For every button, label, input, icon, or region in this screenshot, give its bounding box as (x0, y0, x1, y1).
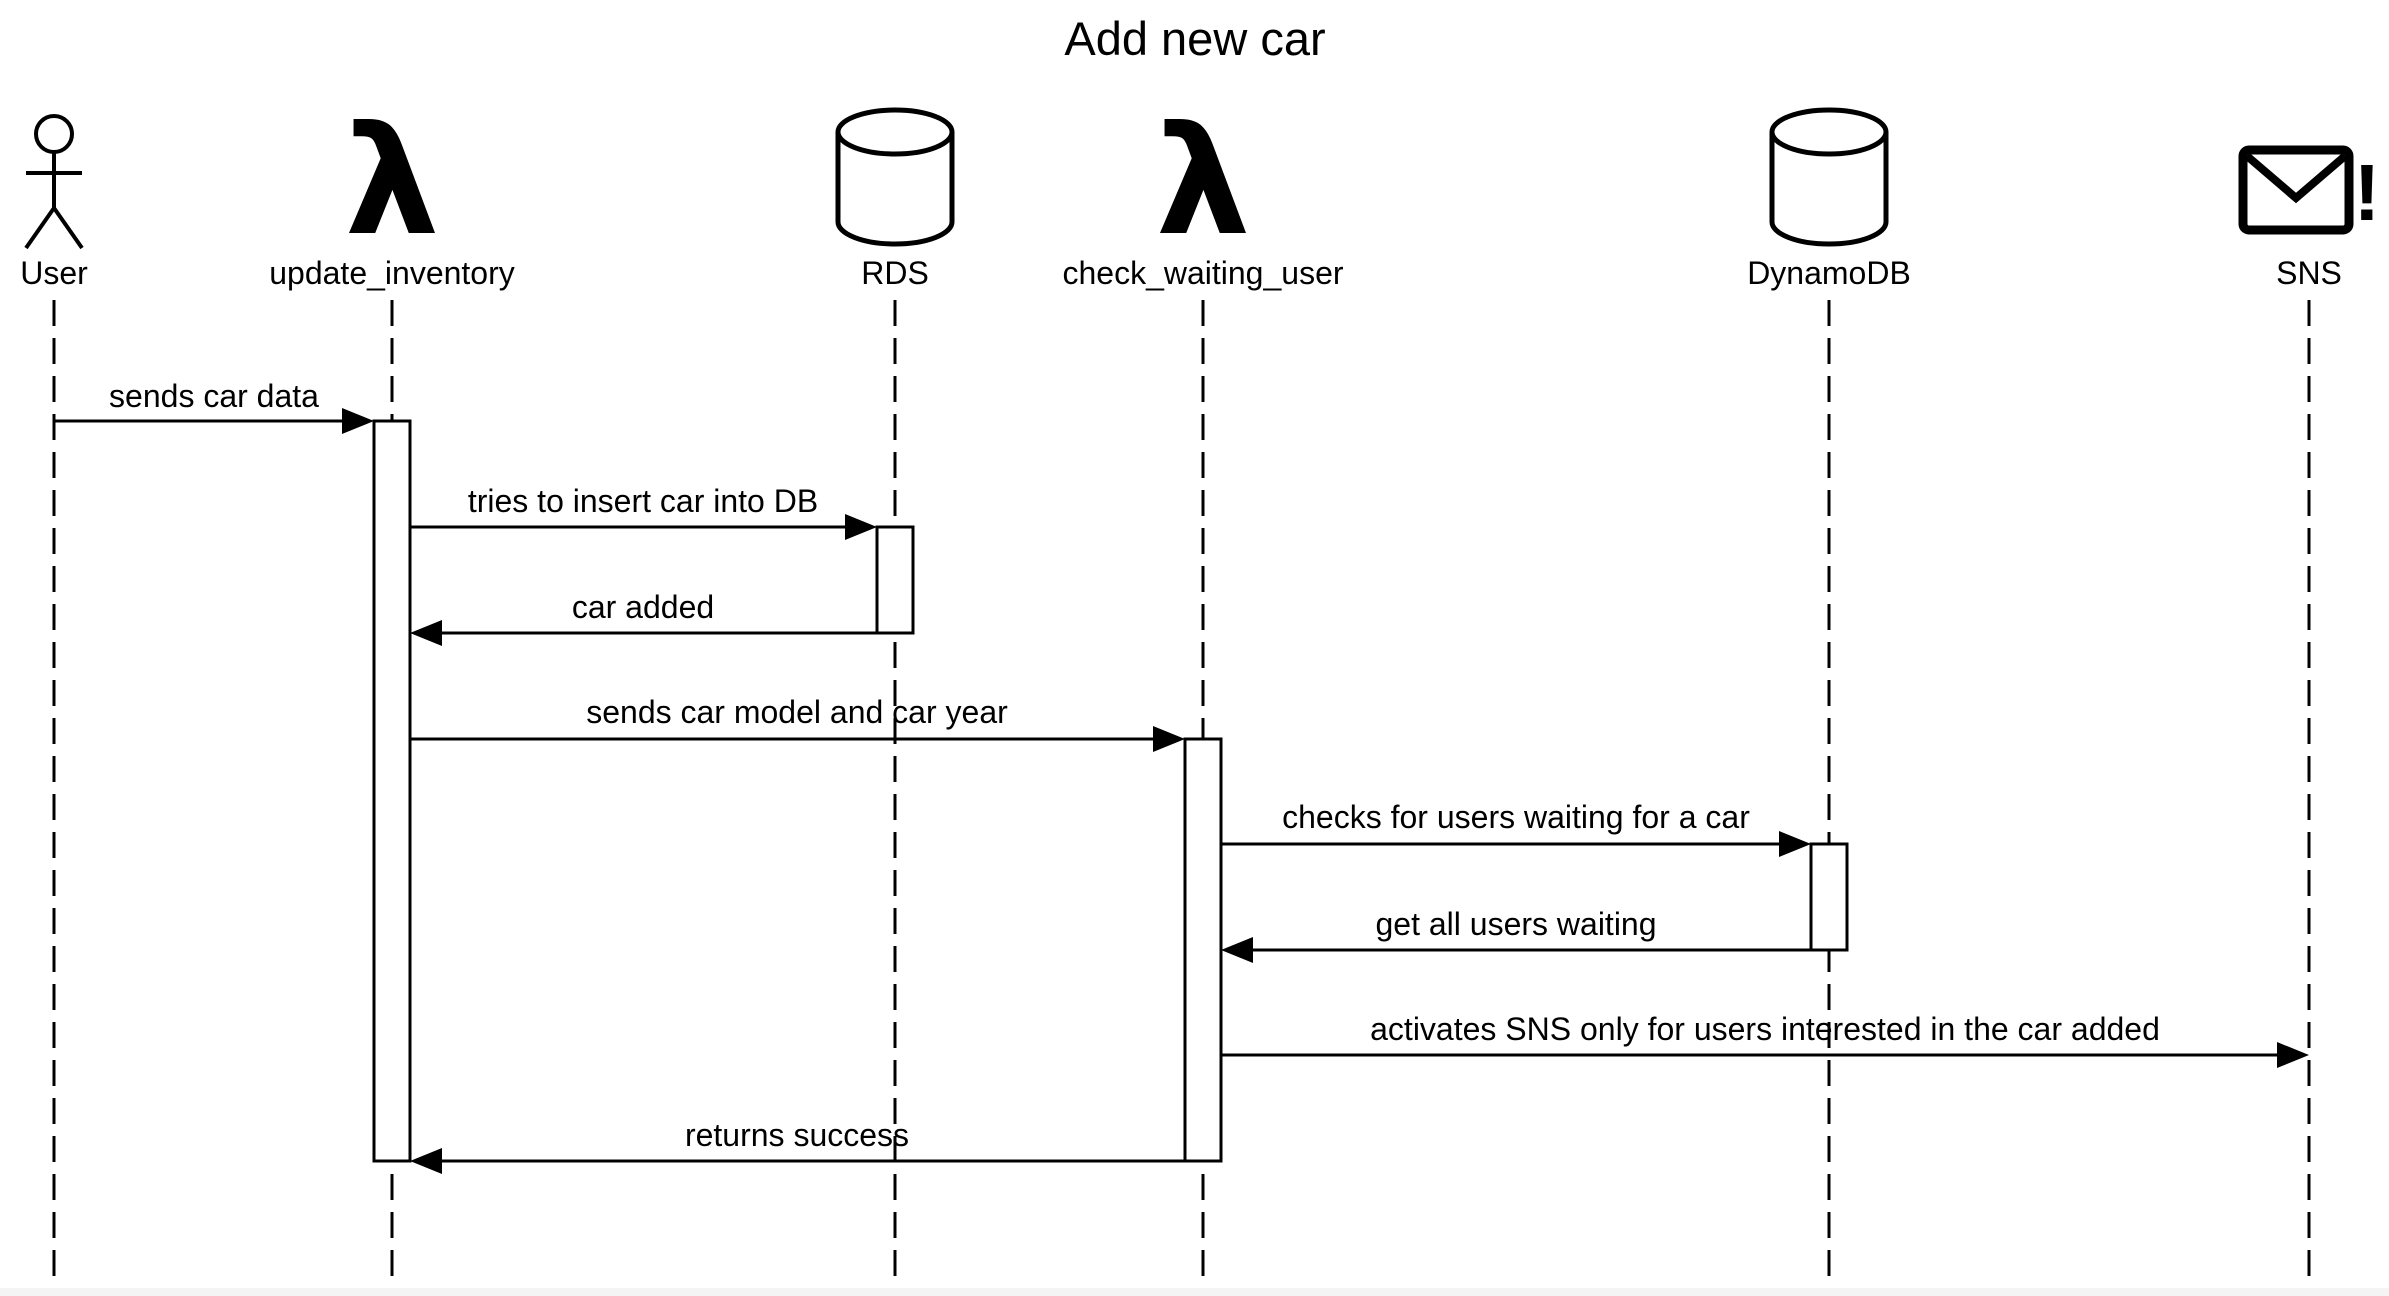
message-activates-sns: activates SNS only for users interested … (1221, 1011, 2309, 1068)
svg-text:activates SNS only for users i: activates SNS only for users interested … (1370, 1011, 2160, 1047)
lambda-icon: λ (1156, 95, 1251, 269)
svg-text:checks for users waiting for a: checks for users waiting for a car (1282, 799, 1750, 835)
participant-label-sns: SNS (2276, 255, 2342, 291)
message-returns-success: returns success (410, 1117, 1185, 1174)
participant-labels: User update_inventory RDS check_waiting_… (20, 255, 2342, 291)
svg-text:sends car model and car year: sends car model and car year (586, 694, 1008, 730)
message-car-added: car added (410, 589, 877, 646)
participant-label-check-waiting-user: check_waiting_user (1062, 255, 1343, 291)
svg-text:get all users waiting: get all users waiting (1375, 906, 1656, 942)
message-sends-car-model-and-year: sends car model and car year (410, 694, 1185, 752)
svg-text:tries to insert car into DB: tries to insert car into DB (468, 483, 818, 519)
message-get-all-users-waiting: get all users waiting (1221, 906, 1811, 963)
mail-alert-icon: ! (2238, 145, 2381, 237)
message-checks-for-users-waiting: checks for users waiting for a car (1221, 799, 1811, 857)
database-icon (1769, 107, 1889, 247)
activation-dynamodb (1809, 842, 1849, 952)
activation-check-waiting-user (1183, 737, 1223, 1163)
message-tries-to-insert-car: tries to insert car into DB (410, 483, 877, 540)
svg-text:!: ! (2354, 148, 2381, 237)
participant-label-user: User (20, 255, 88, 291)
participant-label-update-inventory: update_inventory (269, 255, 515, 291)
participant-label-rds: RDS (861, 255, 929, 291)
activation-update-inventory (372, 419, 412, 1163)
svg-text:car added: car added (572, 589, 714, 625)
svg-text:returns success: returns success (685, 1117, 909, 1153)
diagram-title: Add new car (1064, 12, 1325, 65)
database-icon (835, 107, 955, 247)
messages: sends car data tries to insert car into … (54, 378, 2309, 1174)
actor-icon (24, 114, 84, 250)
lambda-icon: λ (345, 95, 440, 269)
message-sends-car-data: sends car data (54, 378, 374, 434)
activation-rds (875, 525, 915, 635)
svg-text:sends car data: sends car data (109, 378, 319, 414)
participant-label-dynamodb: DynamoDB (1747, 255, 1911, 291)
activation-bars (372, 419, 1849, 1163)
